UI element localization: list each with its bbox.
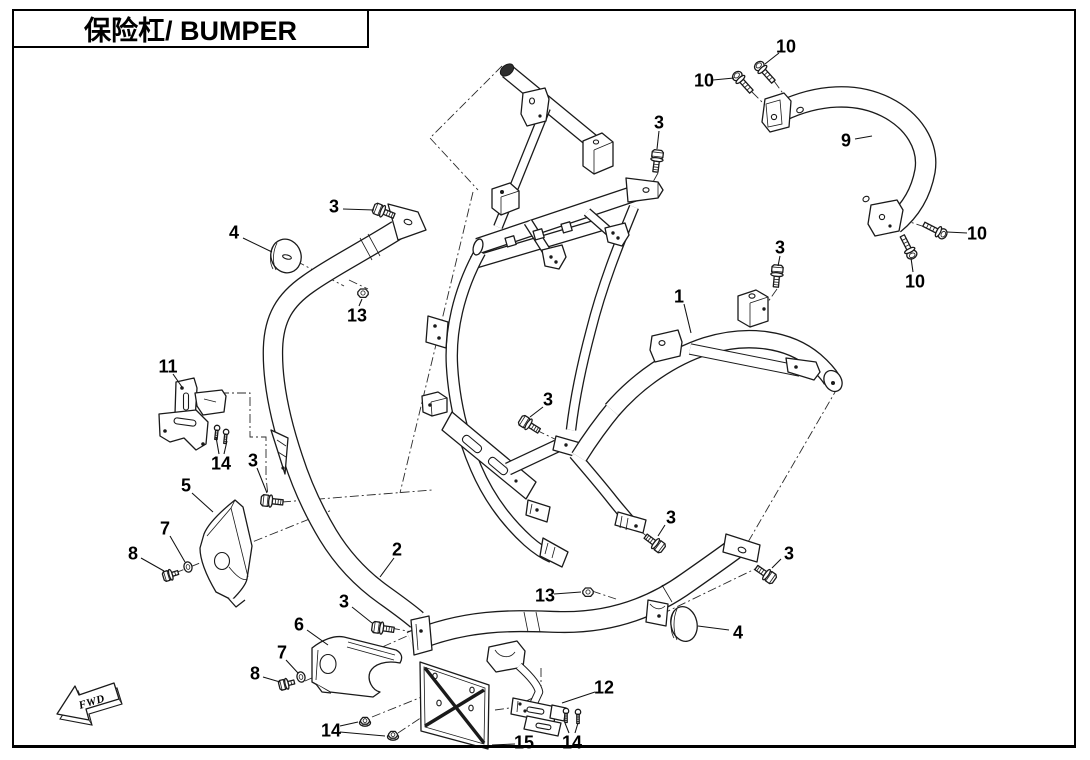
callout-12: 12 (594, 678, 614, 698)
callout-9: 9 (841, 131, 851, 151)
callout-5: 5 (181, 476, 191, 496)
leader-line (342, 208, 375, 211)
callout-3: 3 (666, 508, 676, 528)
callout-3: 3 (329, 197, 339, 217)
leader-lines (140, 52, 968, 746)
callout-8: 8 (250, 664, 260, 684)
leader-line (285, 659, 299, 674)
callout-3: 3 (339, 592, 349, 612)
leader-line (242, 237, 273, 253)
leader-line (529, 406, 544, 418)
part-number-callouts: 1233333333445677889101010101112131314141… (128, 37, 987, 753)
leader-line (910, 257, 914, 273)
callout-4: 4 (733, 623, 743, 643)
leader-line (553, 591, 582, 595)
part-side-cover-5 (199, 499, 253, 608)
leader-line (491, 743, 516, 746)
leader-line (140, 557, 165, 572)
callout-13: 13 (347, 306, 367, 326)
part-plug-disc-left (270, 238, 302, 274)
part-rear-grab-bar-9 (761, 86, 937, 237)
callout-3: 3 (775, 238, 785, 258)
leader-line (854, 135, 873, 140)
leader-line (683, 303, 692, 334)
leader-line (191, 492, 214, 513)
part-plate-bracket-12 (510, 697, 567, 737)
callout-2: 2 (392, 540, 402, 560)
leader-line (656, 130, 660, 150)
part-frame-assembly (421, 63, 664, 568)
leader-line (172, 373, 183, 388)
part-lower-rear-tube (406, 533, 761, 709)
callout-3: 3 (654, 113, 664, 133)
callout-3: 3 (784, 544, 794, 564)
callout-7: 7 (277, 643, 287, 663)
leader-line (697, 625, 730, 631)
page-border (12, 9, 1076, 748)
callout-3: 3 (543, 390, 553, 410)
leader-line (771, 558, 782, 569)
leader-line (351, 606, 373, 624)
leader-line (379, 557, 395, 578)
part-license-plate-15 (419, 661, 490, 750)
leader-line (561, 691, 596, 704)
callout-10: 10 (905, 272, 925, 292)
leader-line (223, 440, 228, 455)
leader-line (574, 722, 579, 734)
callout-10: 10 (694, 71, 714, 91)
leader-line (215, 436, 220, 455)
callout-10: 10 (967, 224, 987, 244)
leader-line (256, 467, 268, 494)
leader-line (564, 722, 570, 734)
leader-line (169, 535, 186, 563)
leader-line (777, 255, 781, 267)
callout-1: 1 (674, 287, 684, 307)
part-front-bumper-tube (262, 203, 427, 628)
callout-6: 6 (294, 615, 304, 635)
part-bracket-11 (158, 377, 227, 451)
part-plug-disc-right (670, 606, 698, 642)
part-rear-bumper-tube (571, 289, 843, 462)
leader-line (339, 721, 359, 727)
callout-14: 14 (321, 721, 341, 741)
leader-line (764, 52, 780, 65)
title-box: 保险杠/ BUMPER (12, 9, 369, 48)
callout-10: 10 (776, 37, 796, 57)
callout-7: 7 (160, 519, 170, 539)
leader-line (306, 629, 329, 646)
callout-8: 8 (128, 544, 138, 564)
leader-line (657, 524, 666, 537)
callout-13: 13 (535, 586, 555, 606)
part-lower-cover-6 (311, 635, 403, 698)
page-title: 保险杠/ BUMPER (83, 16, 297, 46)
callout-3: 3 (248, 451, 258, 471)
callout-4: 4 (229, 223, 239, 243)
callout-14: 14 (211, 454, 231, 474)
leader-line (262, 676, 281, 683)
leader-line (946, 231, 968, 234)
callout-11: 11 (158, 357, 177, 377)
leader-line (339, 731, 386, 737)
leader-line (358, 298, 363, 307)
leader-line (712, 77, 735, 81)
